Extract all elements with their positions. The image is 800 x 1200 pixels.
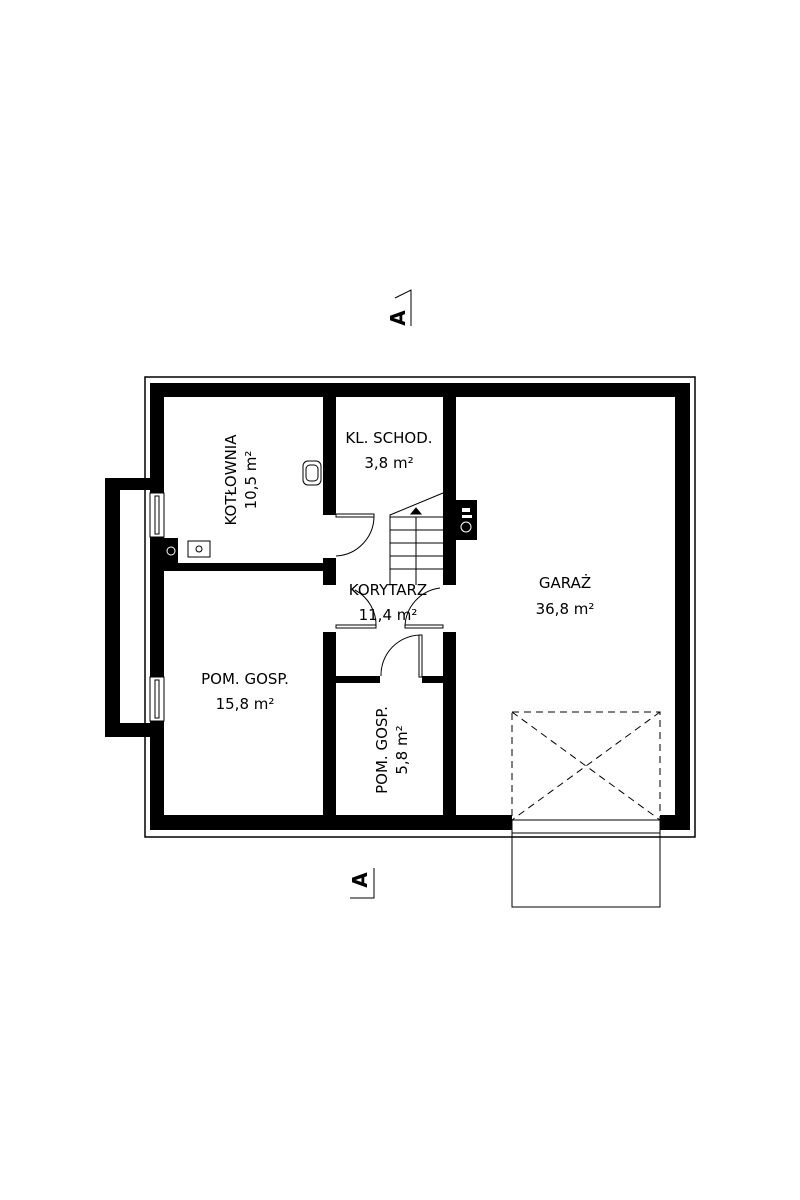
door	[380, 634, 423, 678]
room-area: 36,8 m²	[536, 600, 595, 618]
sink-icon	[302, 460, 322, 486]
svg-text:A: A	[386, 310, 410, 326]
door	[335, 587, 444, 629]
window	[149, 492, 165, 538]
room-kotlownia: KOTŁOWNIA 10,5 m²	[222, 434, 260, 526]
boiler-icon	[187, 540, 211, 558]
svg-text:A: A	[348, 872, 372, 888]
room-name: KL. SCHOD.	[345, 429, 432, 447]
building-outline	[144, 376, 696, 838]
boiler-icon	[166, 546, 176, 556]
room-name: KORYTARZ	[349, 581, 427, 599]
room-area: 5,8 m²	[393, 725, 411, 774]
door	[335, 513, 375, 557]
section-marker-bottom: A	[348, 868, 375, 899]
room-area: 11,4 m²	[359, 606, 418, 624]
room-area: 15,8 m²	[216, 695, 275, 713]
room-area: 3,8 m²	[364, 454, 413, 472]
room-name: GARAŻ	[539, 573, 591, 592]
garage-door	[511, 711, 661, 908]
staircase	[389, 492, 444, 585]
room-pom-gosp-small: POM. GOSP. 5,8 m²	[373, 706, 411, 794]
room-area: 10,5 m²	[242, 451, 260, 510]
chimney-icon	[460, 521, 472, 533]
interior-walls	[150, 397, 477, 815]
room-name: POM. GOSP.	[373, 706, 391, 794]
window	[149, 676, 165, 722]
room-name: KOTŁOWNIA	[222, 434, 240, 526]
room-name: POM. GOSP.	[201, 670, 289, 688]
section-marker-top: A	[386, 289, 412, 326]
